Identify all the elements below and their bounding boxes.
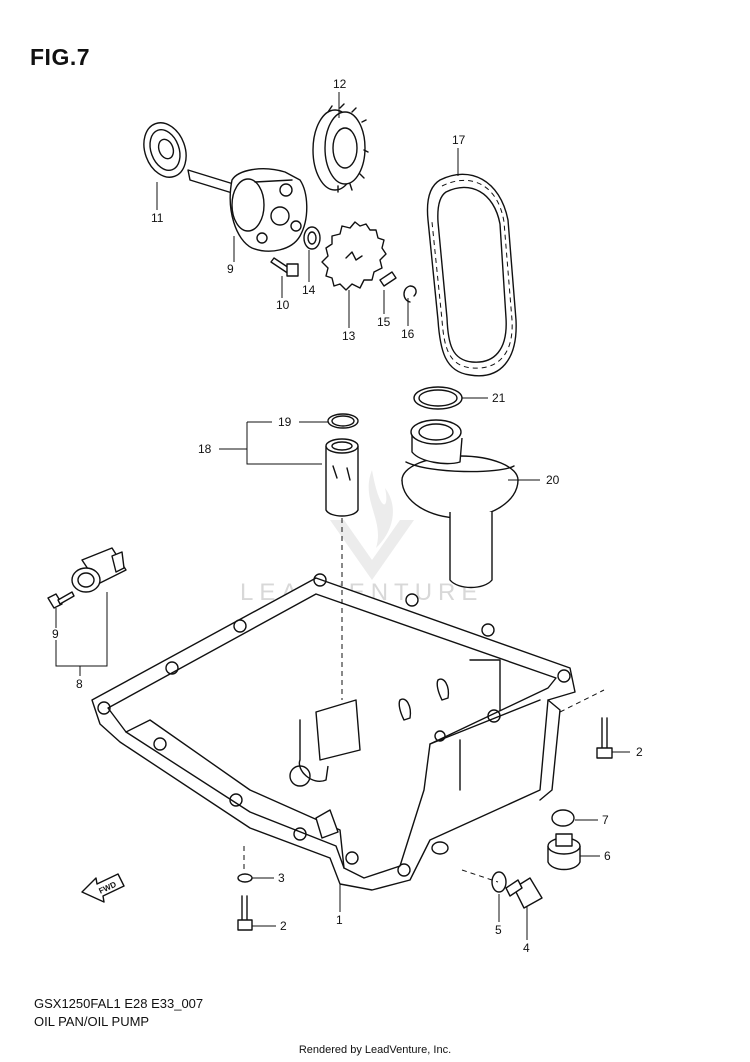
part-10-oil-pump: [187, 168, 308, 252]
part-15-washer: [303, 226, 321, 250]
callout-6: 6: [604, 849, 611, 863]
part-5-gasket: [491, 871, 507, 893]
part-21-strainer: [401, 419, 519, 589]
part-3-washer: [237, 873, 253, 883]
part-7-gasket: [551, 809, 575, 827]
callout-5: 5: [495, 923, 502, 937]
callout-8: 8: [76, 677, 83, 691]
callout-15: 14: [302, 283, 316, 297]
part-18-chain: [426, 173, 517, 377]
figure-name: OIL PAN/OIL PUMP: [34, 1014, 150, 1029]
callout-13: 12: [333, 77, 347, 91]
callout-9: 9: [52, 627, 59, 641]
part-13-sprocket: [312, 103, 369, 193]
part-9-bolt: [47, 591, 75, 609]
callout-4: 4: [523, 941, 530, 955]
part-11-bolt: [270, 257, 299, 277]
part-19-pipe: [325, 438, 359, 517]
callout-10: 9: [227, 262, 234, 276]
callout-2-right: 2: [636, 745, 643, 759]
part-16-pin: [379, 271, 397, 287]
alignment-lines: [243, 518, 605, 883]
figure-title: FIG.7: [30, 44, 91, 70]
callouts: 12 11 9 10 14 13 15 16 17 21 19 18 20 9 …: [52, 77, 643, 955]
callout-11: 10: [276, 298, 290, 312]
callout-18: 17: [452, 133, 466, 147]
callout-21: 20: [546, 473, 560, 487]
part-4-drain-plug: [505, 877, 543, 909]
part-17-circlip: [403, 285, 417, 303]
part-22-o-ring: [413, 386, 463, 410]
callout-16: 15: [377, 315, 391, 329]
fwd-arrow-icon: FWD: [81, 873, 125, 903]
callout-3: 3: [278, 871, 285, 885]
callout-7: 7: [602, 813, 609, 827]
callout-17: 16: [401, 327, 415, 341]
callout-14: 13: [342, 329, 356, 343]
callout-20: 19: [278, 415, 292, 429]
part-2-bolt-right: [596, 717, 613, 759]
part-1-oil-pan: [91, 573, 576, 891]
part-8-oil-pressure-switch: [71, 547, 127, 593]
callout-1: 1: [336, 913, 343, 927]
part-12-gasket: [143, 122, 187, 178]
part-20-o-ring: [327, 413, 359, 429]
callout-19: 18: [198, 442, 212, 456]
callout-12: 11: [151, 211, 164, 225]
credit-text: Rendered by LeadVenture, Inc.: [298, 1044, 452, 1056]
callout-2-bottom: 2: [280, 919, 287, 933]
part-2-bolt-bottom: [237, 895, 253, 931]
leader-lines: [55, 92, 630, 940]
figure-code: GSX1250FAL1 E28 E33_007: [34, 996, 204, 1011]
callout-22: 21: [492, 391, 506, 405]
part-14-driven-sprocket: [321, 221, 387, 291]
part-6-plug: [547, 833, 581, 871]
